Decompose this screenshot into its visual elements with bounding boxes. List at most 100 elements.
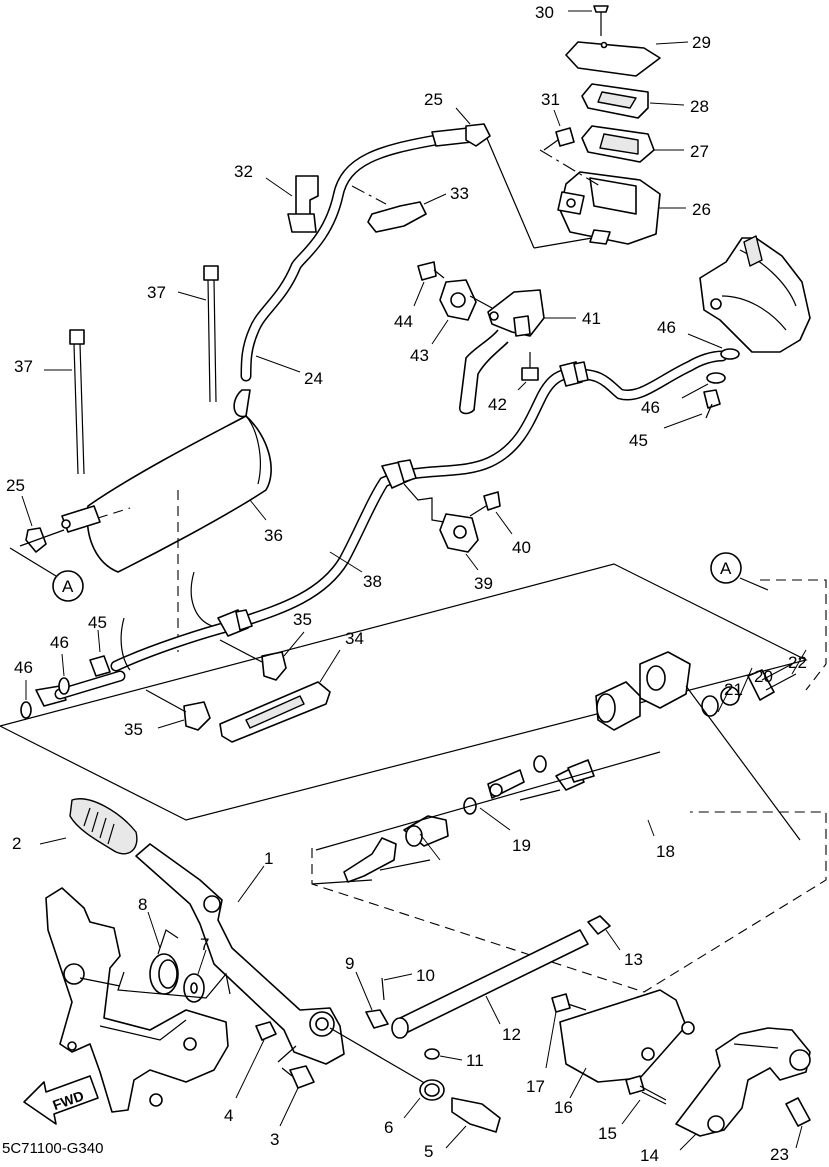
callout-21: 21 — [724, 680, 743, 699]
part-34-bracket — [219, 649, 341, 743]
callout-5: 5 — [424, 1142, 433, 1161]
callout-40: 40 — [512, 538, 531, 557]
callout-25-top: 25 — [424, 90, 443, 109]
callout-46-left-b: 46 — [14, 658, 33, 677]
part-31-bolt — [539, 109, 601, 187]
part-25-clamp-top — [455, 107, 491, 147]
brake-caliper — [699, 235, 811, 353]
callout-39: 39 — [474, 574, 493, 593]
ref-marker-a-left — [52, 570, 84, 602]
part-29-reservoir-cap — [565, 41, 689, 77]
part-7-washer — [183, 949, 207, 1003]
callout-35-upper: 35 — [293, 610, 312, 629]
part-43-clamp — [431, 279, 493, 345]
callout-38: 38 — [363, 572, 382, 591]
callout-8: 8 — [138, 895, 147, 914]
callout-2: 2 — [12, 834, 21, 853]
callout-14: 14 — [640, 1146, 659, 1162]
part-6-o-ring — [403, 1079, 445, 1119]
fwd-arrow-icon — [23, 1075, 99, 1125]
callout-34: 34 — [345, 629, 364, 648]
part-2-pedal-rubber — [39, 798, 138, 855]
part-23-bolt — [785, 1097, 811, 1149]
ref-a-left-label: A — [62, 577, 74, 596]
callout-35-lower: 35 — [124, 720, 143, 739]
callout-6: 6 — [384, 1118, 393, 1137]
part-46-washer-caliper-b — [681, 372, 726, 399]
part-27-diaphragm — [581, 125, 684, 163]
part-35-clip-lower — [145, 689, 211, 731]
callout-46-left-a: 46 — [50, 633, 69, 652]
part-37-cable-tie-a — [177, 265, 219, 403]
callout-12: 12 — [502, 1025, 521, 1044]
part-21-washer — [701, 687, 731, 717]
part-18-rod-assembly — [311, 651, 827, 993]
part-35-clip-upper — [219, 631, 305, 681]
part-10-cotter-pin — [381, 973, 413, 1001]
callout-10: 10 — [416, 966, 435, 985]
callout-45-left: 45 — [88, 613, 107, 632]
part-30-screw — [568, 5, 609, 36]
callout-23: 23 — [770, 1145, 789, 1162]
part-45-union-bolt-left — [89, 629, 111, 677]
callout-9: 9 — [345, 954, 354, 973]
callout-25-left: 25 — [6, 476, 25, 495]
callout-36: 36 — [264, 526, 283, 545]
callout-3: 3 — [270, 1130, 279, 1149]
callout-37-b: 37 — [14, 357, 33, 376]
part-3-bolt — [277, 1045, 315, 1127]
callout-27: 27 — [690, 142, 709, 161]
callout-20: 20 — [754, 667, 773, 686]
part-1-brake-pedal — [135, 843, 441, 1093]
callout-24: 24 — [304, 369, 323, 388]
callout-13: 13 — [624, 950, 643, 969]
callout-15: 15 — [598, 1124, 617, 1143]
part-28-plate — [581, 83, 685, 119]
callout-26: 26 — [692, 200, 711, 219]
callout-37-a: 37 — [147, 283, 166, 302]
part-32-clip — [265, 175, 319, 233]
part-5-bolt — [445, 1097, 501, 1149]
part-16-link — [559, 989, 695, 1099]
callout-41: 41 — [582, 309, 601, 328]
callout-46-caliper-b: 46 — [641, 398, 660, 417]
upper-hose-group — [240, 107, 491, 382]
callout-28: 28 — [690, 97, 709, 116]
callout-31: 31 — [541, 90, 560, 109]
part-33-clip — [351, 185, 447, 233]
callout-44: 44 — [394, 312, 413, 331]
callout-labels: 30 29 28 27 26 31 25 32 33 37 44 41 46 4… — [2, 3, 807, 1165]
ref-marker-a-right — [710, 552, 742, 584]
part-20-circlip — [720, 667, 753, 706]
part-11-washer — [424, 1048, 463, 1061]
callout-45-caliper: 45 — [629, 431, 648, 450]
part-41-hose-joint — [458, 289, 576, 415]
part-46-washer-caliper-a — [687, 333, 740, 360]
callout-22: 22 — [788, 653, 807, 672]
part-12-brake-rod — [391, 929, 589, 1039]
callout-42: 42 — [488, 395, 507, 414]
part-17-bolt — [545, 993, 587, 1069]
part-39-clamp — [403, 483, 479, 571]
callout-32: 32 — [234, 162, 253, 181]
part-19-spring-set — [379, 789, 561, 871]
callout-7: 7 — [200, 935, 209, 954]
callout-46-caliper-a: 46 — [657, 318, 676, 337]
callout-18: 18 — [656, 842, 675, 861]
part-38-brake-hose — [35, 350, 728, 707]
master-cylinder-group — [485, 5, 689, 249]
part-14-lever — [675, 1027, 811, 1151]
part-4-nut — [235, 1021, 277, 1099]
part-36-protector-cover — [61, 389, 272, 652]
frame-bracket — [45, 887, 229, 1113]
part-15-bolt — [621, 1075, 667, 1125]
part-25-clamp-left — [9, 495, 65, 577]
part-9-pin — [355, 971, 389, 1029]
callout-17: 17 — [526, 1077, 545, 1096]
callout-43: 43 — [410, 346, 429, 365]
part-37-cable-tie-b — [44, 329, 85, 475]
part-13-nut — [587, 915, 621, 951]
part-22-bolt — [747, 649, 807, 701]
